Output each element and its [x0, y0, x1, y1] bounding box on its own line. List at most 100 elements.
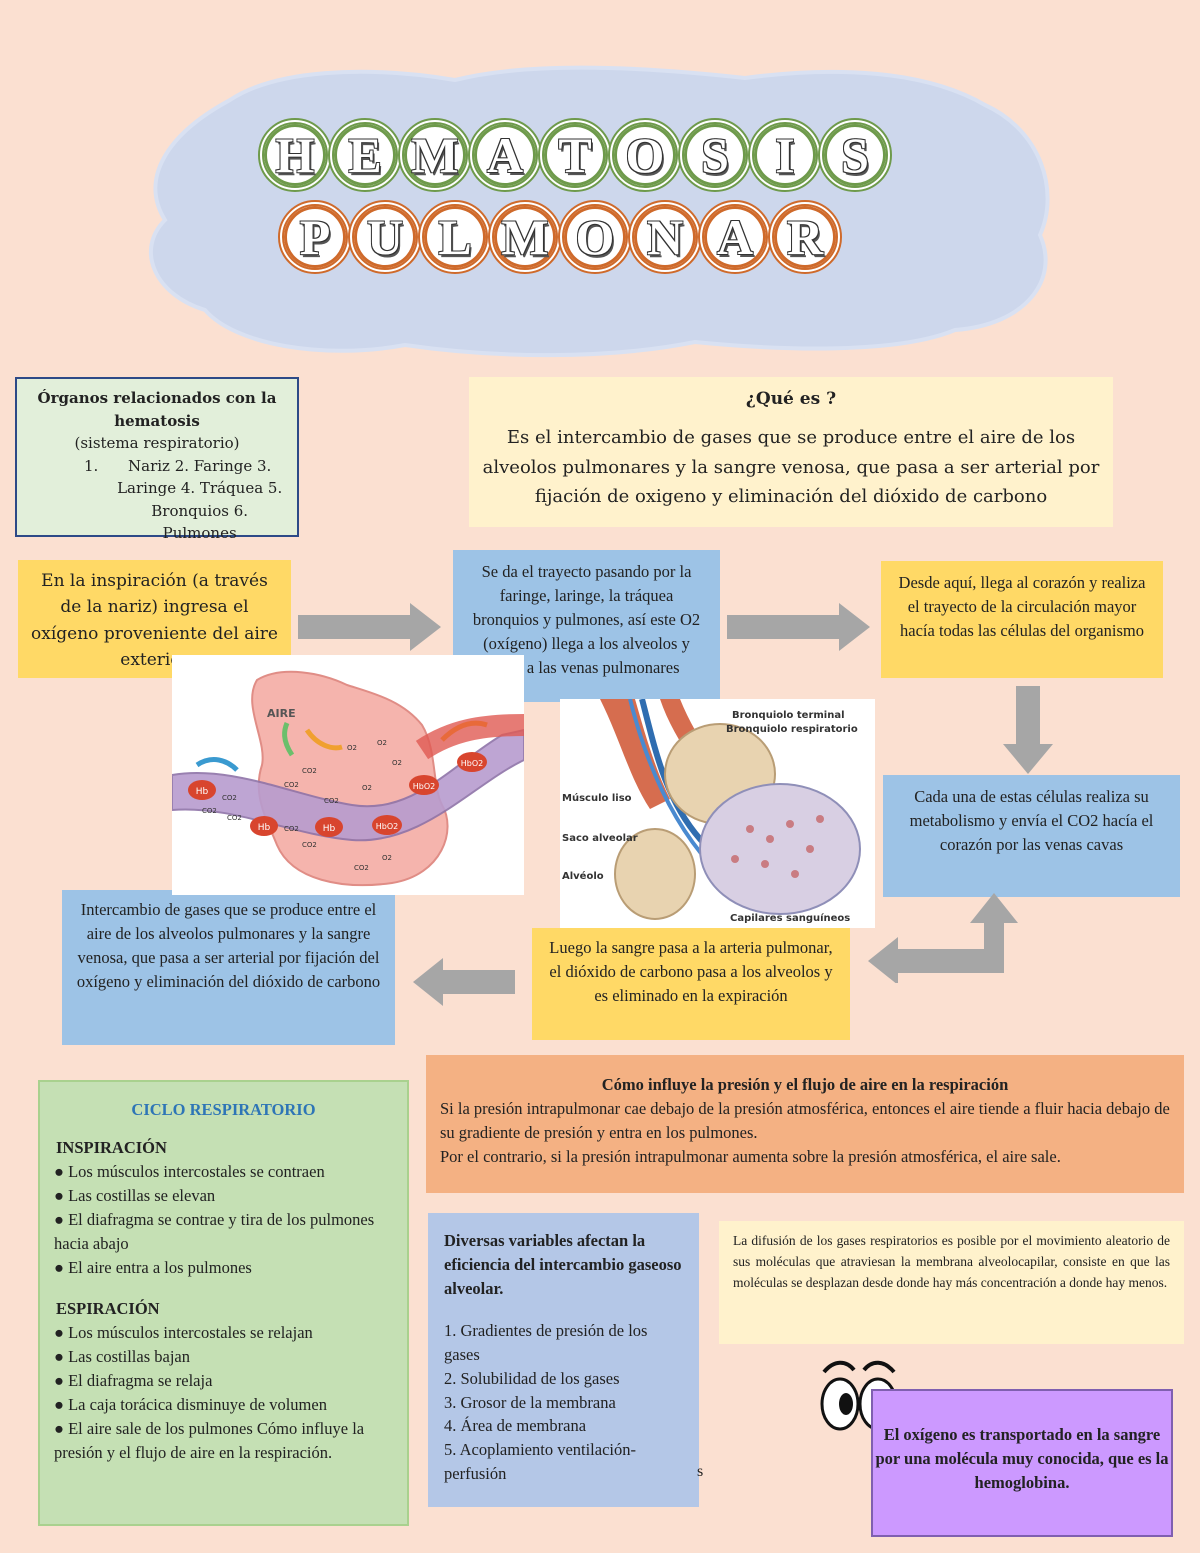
- bronchiole-alveoli-diagram: Bronquiolo terminal Bronquiolo respirato…: [560, 699, 875, 928]
- right-arrow-icon: [298, 603, 441, 651]
- molecule-label: O2: [377, 739, 387, 747]
- molecule-label: O2: [362, 784, 372, 792]
- title-letter: L: [418, 200, 492, 274]
- title-letter: S: [678, 118, 752, 192]
- flow-step-corazon: Desde aquí, llega al corazón y realiza e…: [881, 561, 1163, 678]
- label-capilares: Capilares sanguíneos: [730, 912, 850, 924]
- flow-step-celulas: Cada una de estas células realiza su met…: [883, 775, 1180, 897]
- organos-subheading: (sistema respiratorio): [74, 434, 240, 452]
- list-item: ● Los músculos intercostales se relajan: [54, 1323, 313, 1343]
- down-arrow-icon: [1003, 686, 1053, 774]
- list-item: 2. Solubilidad de los gases: [444, 1368, 620, 1388]
- list-item: 3. Grosor de la membrana: [444, 1392, 616, 1412]
- difusion-box: La difusión de los gases respiratorios e…: [719, 1221, 1184, 1344]
- espiracion-list: ● Los músculos intercostales se relajan …: [54, 1321, 393, 1465]
- red-blood-cell: Hb: [188, 780, 216, 800]
- presion-box: Cómo influye la presión y el flujo de ai…: [426, 1055, 1184, 1193]
- title-letter: O: [608, 118, 682, 192]
- red-blood-cell: Hb: [250, 816, 278, 836]
- ciclo-title: CICLO RESPIRATORIO: [131, 1100, 316, 1119]
- cell-label: Hb: [258, 823, 271, 833]
- molecule-label: CO2: [324, 797, 339, 805]
- molecule-label: CO2: [302, 841, 317, 849]
- molecule-label: CO2: [354, 864, 369, 872]
- red-blood-cell: Hb: [315, 817, 343, 837]
- list-item: ● El aire entra a los pulmones: [54, 1257, 252, 1277]
- presion-text-2: Por el contrario, si la presión intrapul…: [440, 1146, 1061, 1166]
- title-letter: A: [468, 118, 542, 192]
- list-item: ● Las costillas bajan: [54, 1347, 190, 1367]
- cell-label: Hb: [323, 824, 336, 834]
- cell-label: HbO2: [413, 782, 435, 791]
- red-blood-cell: HbO2: [457, 752, 487, 772]
- organos-box: Órganos relacionados con la hematosis (s…: [15, 377, 299, 542]
- title-letter: R: [768, 200, 842, 274]
- title-letter: S: [818, 118, 892, 192]
- molecule-label: CO2: [222, 794, 237, 802]
- organos-list-marker: 1.: [84, 456, 99, 475]
- list-item: ● Las costillas se elevan: [54, 1185, 216, 1205]
- title-letter: H: [258, 118, 332, 192]
- que-es-text: Es el intercambio de gases que se produc…: [482, 427, 1100, 508]
- list-item: ● El diafragma se relaja: [54, 1371, 213, 1391]
- list-item: 1. Gradientes de presión de los gases: [444, 1320, 648, 1364]
- molecule-label: CO2: [227, 814, 242, 822]
- elbow-arrow-icon: [868, 893, 1018, 983]
- molecule-label: O2: [382, 854, 392, 862]
- title-letter: P: [278, 200, 352, 274]
- list-item: ● El diafragma se contrae y tira de los …: [54, 1209, 375, 1253]
- variables-box: Diversas variables afectan la eficiencia…: [428, 1213, 699, 1507]
- red-blood-cell: HbO2: [372, 815, 402, 835]
- molecule-label: CO2: [284, 825, 299, 833]
- title-letter: U: [348, 200, 422, 274]
- cell-label: HbO2: [461, 759, 483, 768]
- presion-text-1: Si la presión intrapulmonar cae debajo d…: [440, 1098, 1170, 1142]
- title-letter: I: [748, 118, 822, 192]
- title-letter: N: [628, 200, 702, 274]
- inspiracion-list: ● Los músculos intercostales se contraen…: [54, 1160, 393, 1280]
- title-letter: M: [398, 118, 472, 192]
- label-alveolo: Alvéolo: [562, 870, 604, 882]
- ciclo-respiratorio-box: CICLO RESPIRATORIO INSPIRACIÓN ● Los mús…: [38, 1080, 409, 1526]
- air-label: AIRE: [267, 707, 296, 720]
- molecule-label: CO2: [284, 781, 299, 789]
- label-saco-alveolar: Saco alveolar: [562, 833, 638, 844]
- que-es-heading: ¿Qué es ?: [745, 389, 837, 409]
- red-blood-cell: HbO2: [409, 775, 439, 795]
- organos-heading: Órganos relacionados con la hematosis: [37, 389, 277, 430]
- list-item: 5. Acoplamiento ventilación-perfusión: [444, 1440, 636, 1484]
- label-bronquiolo-respiratorio: Bronquiolo respiratorio: [726, 724, 858, 735]
- cell-label: Hb: [196, 787, 209, 797]
- molecule-label: O2: [347, 744, 357, 752]
- flow-step-arteria: Luego la sangre pasa a la arteria pulmon…: [532, 928, 850, 1040]
- espiracion-title: ESPIRACIÓN: [56, 1299, 160, 1319]
- title-line-1: H E M A T O S I S: [258, 118, 892, 192]
- variables-heading: Diversas variables afectan la eficiencia…: [444, 1231, 682, 1298]
- list-item: 4. Área de membrana: [444, 1416, 587, 1436]
- title-letter: M: [488, 200, 562, 274]
- list-item: ● El aire sale de los pulmones Cómo infl…: [54, 1419, 365, 1462]
- presion-heading: Cómo influye la presión y el flujo de ai…: [601, 1075, 1009, 1094]
- cell-label: HbO2: [376, 822, 398, 831]
- que-es-box: ¿Qué es ? Es el intercambio de gases que…: [469, 377, 1113, 527]
- title-letter: O: [558, 200, 632, 274]
- left-arrow-icon: [413, 958, 515, 1006]
- hemoglobina-box: El oxígeno es transportado en la sangre …: [871, 1389, 1173, 1537]
- right-arrow-icon: [727, 603, 870, 651]
- title-letter: T: [538, 118, 612, 192]
- molecule-label: CO2: [302, 767, 317, 775]
- title-line-2: P U L M O N A R: [278, 200, 842, 274]
- molecule-label: CO2: [202, 807, 217, 815]
- list-item: ● La caja torácica disminuye de volumen: [54, 1395, 327, 1415]
- title-letter: E: [328, 118, 402, 192]
- title-letter: A: [698, 200, 772, 274]
- flow-step-intercambio: Intercambio de gases que se produce entr…: [62, 890, 395, 1045]
- molecule-label: O2: [392, 759, 402, 767]
- inspiracion-title: INSPIRACIÓN: [56, 1137, 167, 1157]
- label-bronquiolo-terminal: Bronquiolo terminal: [732, 710, 845, 721]
- list-item: ● Los músculos intercostales se contraen: [54, 1161, 325, 1181]
- label-musculo-liso: Músculo liso: [562, 792, 632, 804]
- alveolus-exchange-diagram: Hb Hb Hb HbO2 HbO2 HbO2 AIRE O2 O2 O2 O2…: [172, 655, 524, 895]
- stray-character: s: [697, 1463, 704, 1480]
- organos-list: Nariz 2. Faringe 3. Laringe 4. Tráquea 5…: [117, 456, 283, 543]
